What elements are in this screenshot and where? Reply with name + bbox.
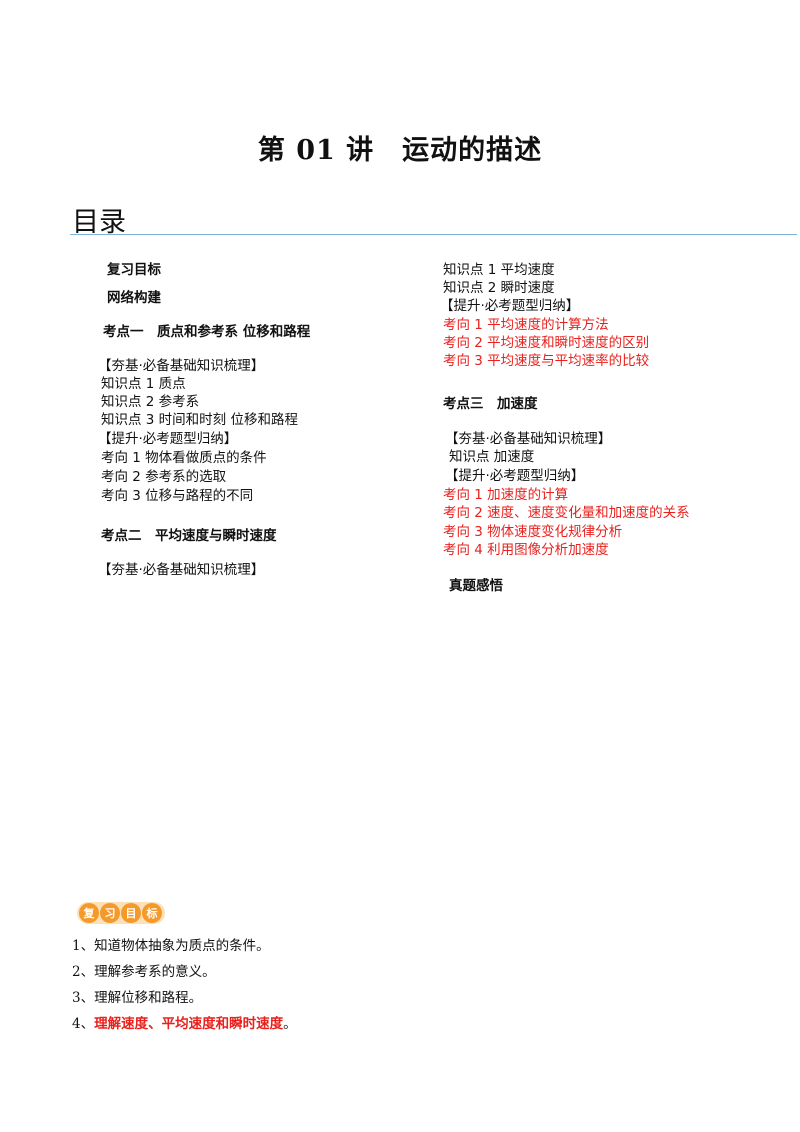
toc-t3-d3[interactable]: 考向 3 物体速度变化规律分析 xyxy=(443,524,623,540)
toc-real-exam[interactable]: 真题感悟 xyxy=(449,578,503,594)
objective-4-suffix: 。 xyxy=(283,1016,297,1032)
objective-4-emphasis: 理解速度、平均速度和瞬时速度 xyxy=(94,1016,284,1032)
objective-4: 4、理解速度、平均速度和瞬时速度。 xyxy=(72,1015,297,1033)
toc-topic-1[interactable]: 考点一 质点和参考系 位移和路程 xyxy=(103,324,311,340)
toc-t1-d3[interactable]: 考向 3 位移与路程的不同 xyxy=(101,488,254,504)
objective-4-prefix: 4、 xyxy=(72,1016,95,1032)
toc-network[interactable]: 网络构建 xyxy=(107,290,161,306)
objective-1: 1、知道物体抽象为质点的条件。 xyxy=(72,938,270,954)
toc-t3-d2[interactable]: 考向 2 速度、速度变化量和加速度的关系 xyxy=(443,505,690,521)
toc-t3-k1[interactable]: 知识点 加速度 xyxy=(449,449,535,465)
badge-char-3: 目 xyxy=(126,907,137,920)
toc-t1-up[interactable]: 【提升·必考题型归纳】 xyxy=(98,431,238,447)
toc-topic-2[interactable]: 考点二 平均速度与瞬时速度 xyxy=(101,528,277,544)
toc-t1-k2[interactable]: 知识点 2 参考系 xyxy=(101,394,200,410)
toc-t1-d1[interactable]: 考向 1 物体看做质点的条件 xyxy=(101,450,267,466)
badge-char-2: 习 xyxy=(105,907,116,920)
badge-char-1: 复 xyxy=(83,906,96,920)
toc-t3-base[interactable]: 【夯基·必备基础知识梳理】 xyxy=(445,431,612,447)
toc-heading: 目录 xyxy=(72,207,126,238)
toc-t2-k1[interactable]: 知识点 1 平均速度 xyxy=(443,262,555,278)
review-goal-badge: 复 习 目 标 xyxy=(77,902,165,924)
toc-t1-k1[interactable]: 知识点 1 质点 xyxy=(101,376,186,392)
toc-t3-up[interactable]: 【提升·必考题型归纳】 xyxy=(445,468,585,484)
objective-2: 2、理解参考系的意义。 xyxy=(72,964,216,980)
toc-t2-up[interactable]: 【提升·必考题型归纳】 xyxy=(440,298,580,314)
toc-t1-base[interactable]: 【夯基·必备基础知识梳理】 xyxy=(98,358,265,374)
toc-t2-k2[interactable]: 知识点 2 瞬时速度 xyxy=(443,280,555,296)
objective-3: 3、理解位移和路程。 xyxy=(72,990,203,1006)
toc-t1-d2[interactable]: 考向 2 参考系的选取 xyxy=(101,469,227,485)
toc-t3-d1[interactable]: 考向 1 加速度的计算 xyxy=(443,487,569,503)
toc-t2-d2[interactable]: 考向 2 平均速度和瞬时速度的区别 xyxy=(443,335,650,351)
toc-t2-d1[interactable]: 考向 1 平均速度的计算方法 xyxy=(443,317,609,333)
toc-t2-d3[interactable]: 考向 3 平均速度与平均速率的比较 xyxy=(443,353,650,369)
document-title: 第 01 讲 运动的描述 xyxy=(257,135,543,166)
toc-topic-3[interactable]: 考点三 加速度 xyxy=(443,396,538,412)
toc-review-goal[interactable]: 复习目标 xyxy=(107,262,161,278)
toc-t1-k3[interactable]: 知识点 3 时间和时刻 位移和路程 xyxy=(101,412,298,428)
toc-divider xyxy=(70,234,797,235)
badge-char-4: 标 xyxy=(146,906,158,920)
toc-t2-base[interactable]: 【夯基·必备基础知识梳理】 xyxy=(98,562,265,578)
toc-t3-d4[interactable]: 考向 4 利用图像分析加速度 xyxy=(443,542,609,558)
